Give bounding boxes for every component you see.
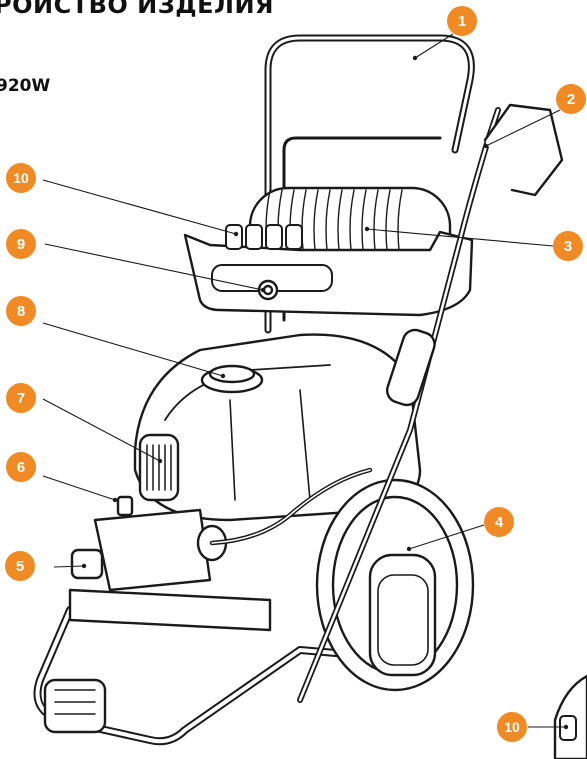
spray-gun — [483, 103, 564, 197]
water-inlet — [70, 548, 104, 580]
callout-10: 10 — [6, 163, 36, 193]
page-title: РОЙСТВО ИЗДЕЛИЯ — [0, 0, 275, 19]
front-foot — [43, 678, 107, 734]
callout-8: 8 — [6, 296, 36, 326]
callout-9: 9 — [6, 229, 36, 259]
model-number: 920W — [0, 76, 51, 96]
callout-3: 3 — [553, 231, 583, 261]
callout-7: 7 — [6, 383, 36, 413]
callout-4: 4 — [484, 507, 514, 537]
callout-5: 5 — [5, 551, 35, 581]
callout-6: 6 — [6, 452, 36, 482]
callout-2: 2 — [556, 84, 586, 114]
callout-10-detail: 10 — [497, 712, 527, 742]
callout-1: 1 — [447, 6, 477, 36]
